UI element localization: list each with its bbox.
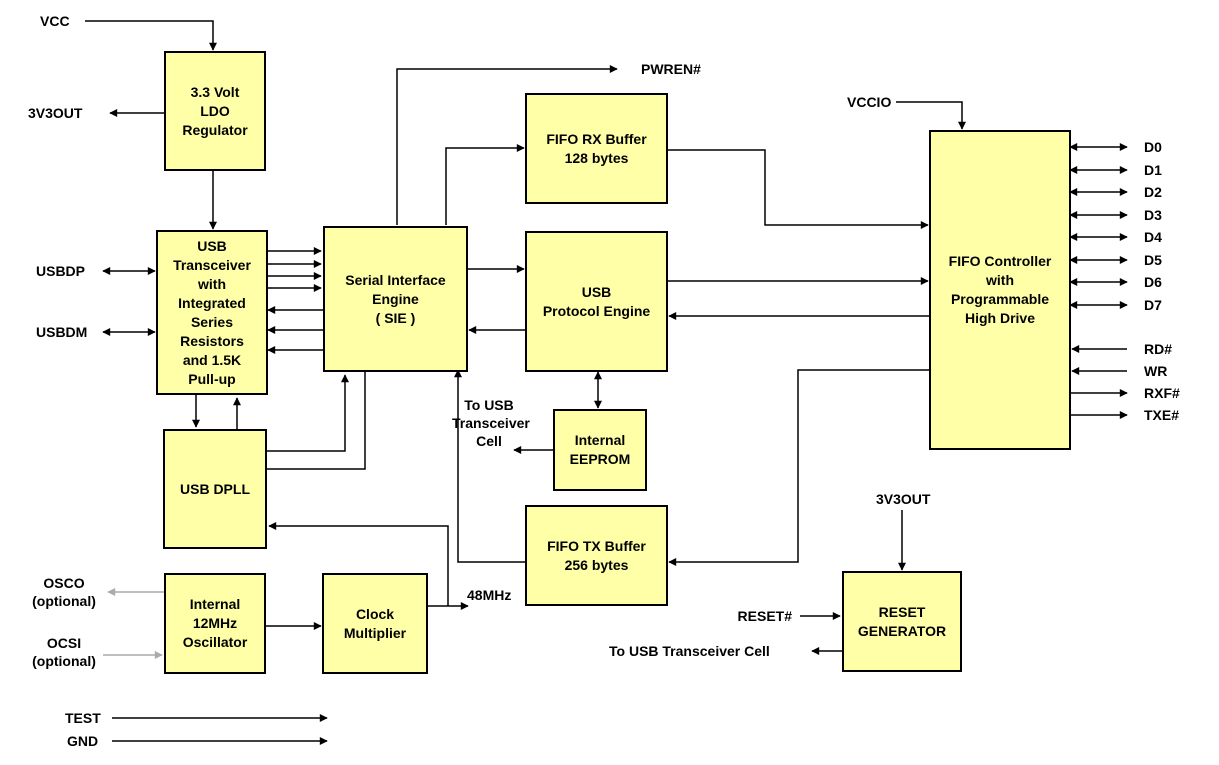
text-line: Engine bbox=[372, 290, 419, 307]
mhz48-label: 48MHz bbox=[467, 587, 512, 603]
text-line: (optional) bbox=[32, 593, 96, 609]
text-line: FIFO Controller bbox=[948, 253, 1052, 269]
text-line: Clock bbox=[355, 605, 395, 622]
vcc-wire bbox=[85, 20, 217, 51]
text-line: OSCO bbox=[43, 575, 85, 591]
text-line: Protocol Engine bbox=[542, 302, 651, 319]
text-line: Regulator bbox=[182, 121, 248, 138]
text-line: High Drive bbox=[964, 310, 1035, 326]
usb-protocol-engine-block: USB Protocol Engine bbox=[525, 231, 668, 372]
text-line: FIFO TX Buffer bbox=[547, 537, 646, 554]
text-line: Internal bbox=[189, 596, 241, 612]
text-line: Pull-up bbox=[188, 370, 236, 387]
text-line: USB bbox=[197, 237, 227, 254]
sie-rxbuf-wire bbox=[445, 144, 525, 225]
d2-label: D2 bbox=[1144, 184, 1162, 200]
vcc-label: VCC bbox=[40, 13, 70, 29]
osco-label: OSCO (optional) bbox=[24, 574, 104, 610]
vccio-wire bbox=[896, 101, 966, 130]
d3-label: D3 bbox=[1144, 207, 1162, 223]
text-line: with bbox=[986, 272, 1014, 288]
v3out-label: 3V3OUT bbox=[28, 105, 83, 121]
test-label: TEST bbox=[65, 710, 101, 726]
dpll-sie-wire-1 bbox=[266, 374, 349, 452]
text-line: EEPROM bbox=[569, 451, 631, 467]
ctrl-txbuf-wire bbox=[668, 369, 930, 566]
text-line: GENERATOR bbox=[857, 622, 947, 639]
rxbuf-ctrl-wire bbox=[666, 149, 929, 229]
d4-label: D4 bbox=[1144, 229, 1162, 245]
text-line: 3.3 Volt bbox=[190, 83, 240, 100]
text-line: 256 bytes bbox=[564, 556, 629, 573]
text-line: Serial Interface bbox=[345, 271, 446, 288]
wr-label: WR bbox=[1144, 363, 1168, 379]
text-line: Integrated bbox=[178, 294, 246, 311]
mult-dpll-wire bbox=[268, 522, 449, 606]
vccio-label: VCCIO bbox=[847, 94, 892, 110]
d5-label: D5 bbox=[1144, 252, 1162, 268]
d0-label: D0 bbox=[1144, 139, 1162, 155]
text-line: USB DPLL bbox=[180, 480, 250, 497]
text-line: Resistors bbox=[180, 332, 244, 349]
d1-label: D1 bbox=[1144, 162, 1162, 178]
text-line: and 1.5K bbox=[182, 351, 242, 368]
text-line: Cell bbox=[476, 433, 502, 449]
text-line: USB bbox=[581, 283, 612, 300]
text-line: Transceiver bbox=[452, 415, 530, 431]
usbdm-label: USBDM bbox=[36, 324, 88, 340]
fifo-rx-buffer-block: FIFO RX Buffer 128 bytes bbox=[525, 93, 668, 204]
usb-dpll-block: USB DPLL bbox=[163, 429, 267, 549]
rd-label: RD# bbox=[1144, 341, 1173, 357]
text-line: with bbox=[198, 275, 226, 292]
text-line: To USB bbox=[464, 397, 514, 413]
d6-label: D6 bbox=[1144, 274, 1162, 290]
v3out-reset-label: 3V3OUT bbox=[876, 491, 931, 507]
gnd-label: GND bbox=[67, 733, 99, 749]
text-line: 128 bytes bbox=[564, 149, 629, 166]
reset-generator-block: RESET GENERATOR bbox=[842, 571, 962, 672]
text-line: Internal bbox=[574, 432, 626, 448]
text-line: (optional) bbox=[32, 653, 96, 669]
pwren-wire bbox=[396, 65, 618, 225]
usbdp-label: USBDP bbox=[36, 263, 86, 279]
text-line: Oscillator bbox=[182, 634, 248, 650]
txbuf-sie-wire bbox=[454, 369, 526, 563]
reset-label: RESET# bbox=[737, 608, 792, 624]
text-line: ( SIE ) bbox=[375, 309, 416, 326]
rxf-label: RXF# bbox=[1144, 385, 1180, 401]
ocsi-label: OCSI (optional) bbox=[24, 634, 104, 670]
text-line: 12MHz bbox=[192, 615, 238, 631]
text-line: Transceiver bbox=[173, 256, 251, 273]
txe-label: TXE# bbox=[1144, 407, 1180, 423]
text-line: Multiplier bbox=[343, 624, 407, 641]
text-line: FIFO RX Buffer bbox=[546, 130, 647, 147]
text-line: Programmable bbox=[950, 291, 1050, 307]
fifo-tx-buffer-block: FIFO TX Buffer 256 bytes bbox=[525, 505, 668, 606]
text-line: Series bbox=[190, 313, 234, 330]
to-usb-cell-reset-label: To USB Transceiver Cell bbox=[609, 643, 770, 659]
pwren-label: PWREN# bbox=[641, 61, 701, 77]
d7-label: D7 bbox=[1144, 297, 1162, 313]
text-line: LDO bbox=[200, 102, 230, 119]
text-line: OCSI bbox=[46, 635, 82, 651]
text-line: RESET bbox=[878, 603, 926, 620]
dpll-sie-wire-2 bbox=[266, 372, 366, 470]
